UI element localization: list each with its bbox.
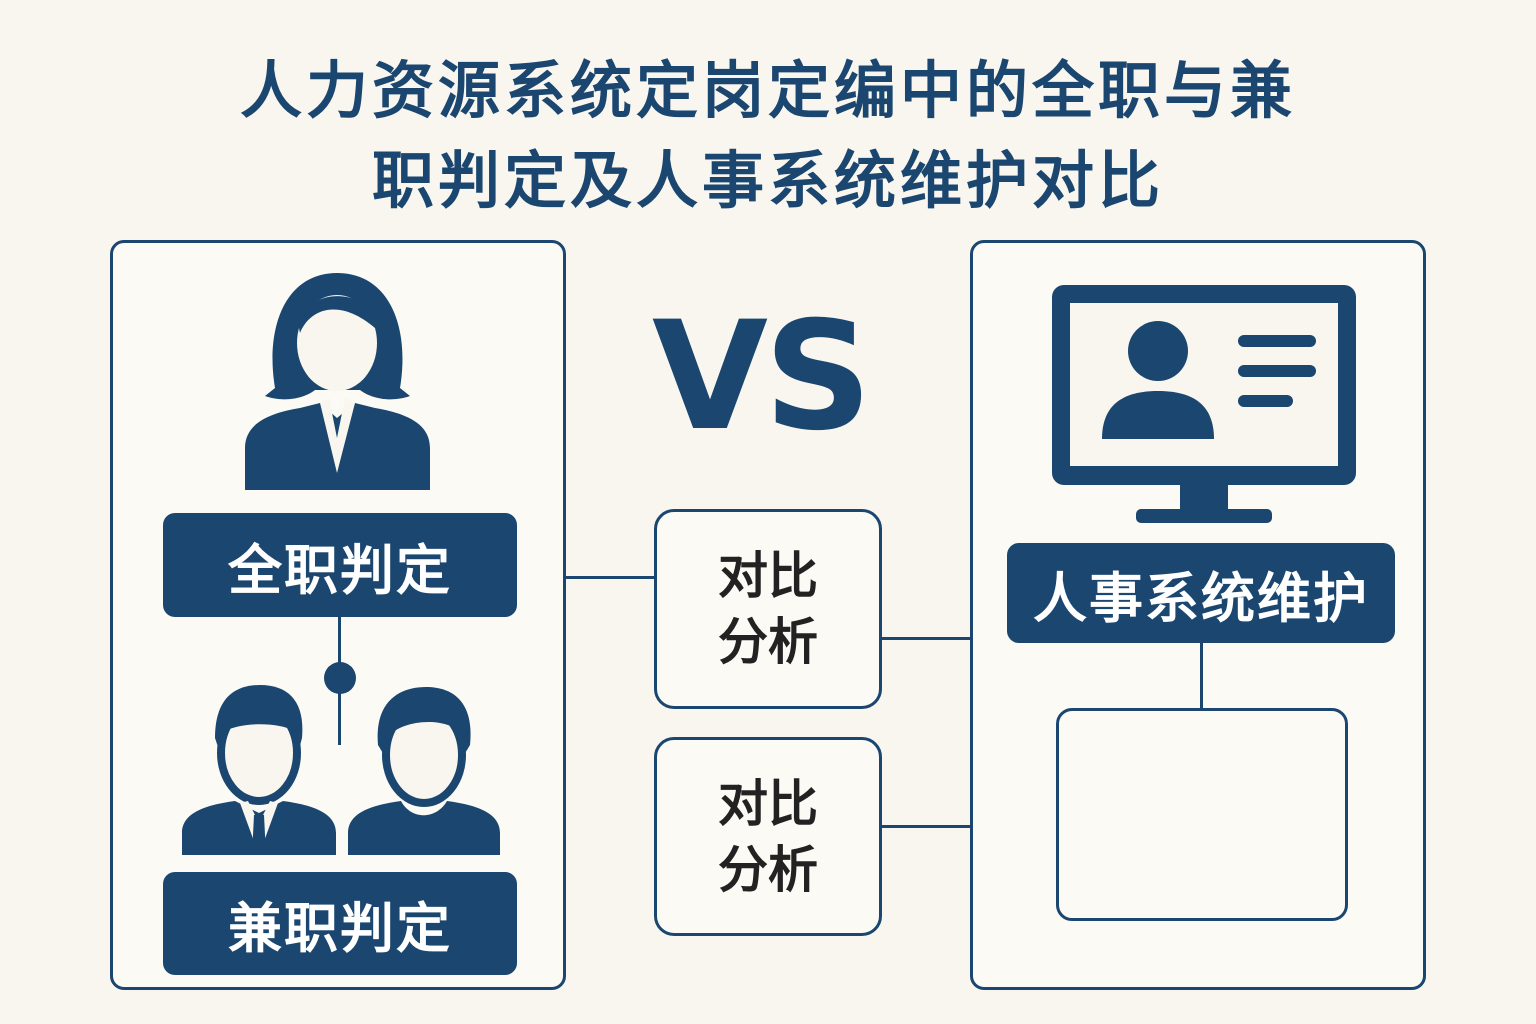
connector-line [880,637,971,640]
connector-dot [324,662,356,694]
vs-text: VS [651,290,872,464]
compare-text-line2: 分析 [718,613,818,671]
compare-text-line2: 分析 [718,840,818,899]
part-time-label: 兼职判定 [163,872,517,975]
compare-text-line1: 对比 [718,547,818,605]
businesswoman-icon [245,273,430,490]
monitor-profile-icon [1052,285,1356,523]
man-casual-icon [348,687,500,855]
title-line-2: 职判定及人事系统维护对比 [371,144,1164,217]
connector-line [1200,643,1203,709]
compare-analysis-box-2: 对比 分析 [654,737,882,936]
man-with-tie-icon [182,685,336,855]
empty-content-box [1056,708,1348,921]
compare-analysis-box-1: 对比 分析 [654,509,882,709]
compare-text-line1: 对比 [718,774,818,833]
title-line-1: 人力资源系统定岗定编中的全职与兼 [239,54,1296,127]
full-time-label: 全职判定 [163,513,517,617]
connector-line [880,825,971,828]
connector-line [566,576,656,579]
hr-system-maintenance-label: 人事系统维护 [1007,543,1395,643]
